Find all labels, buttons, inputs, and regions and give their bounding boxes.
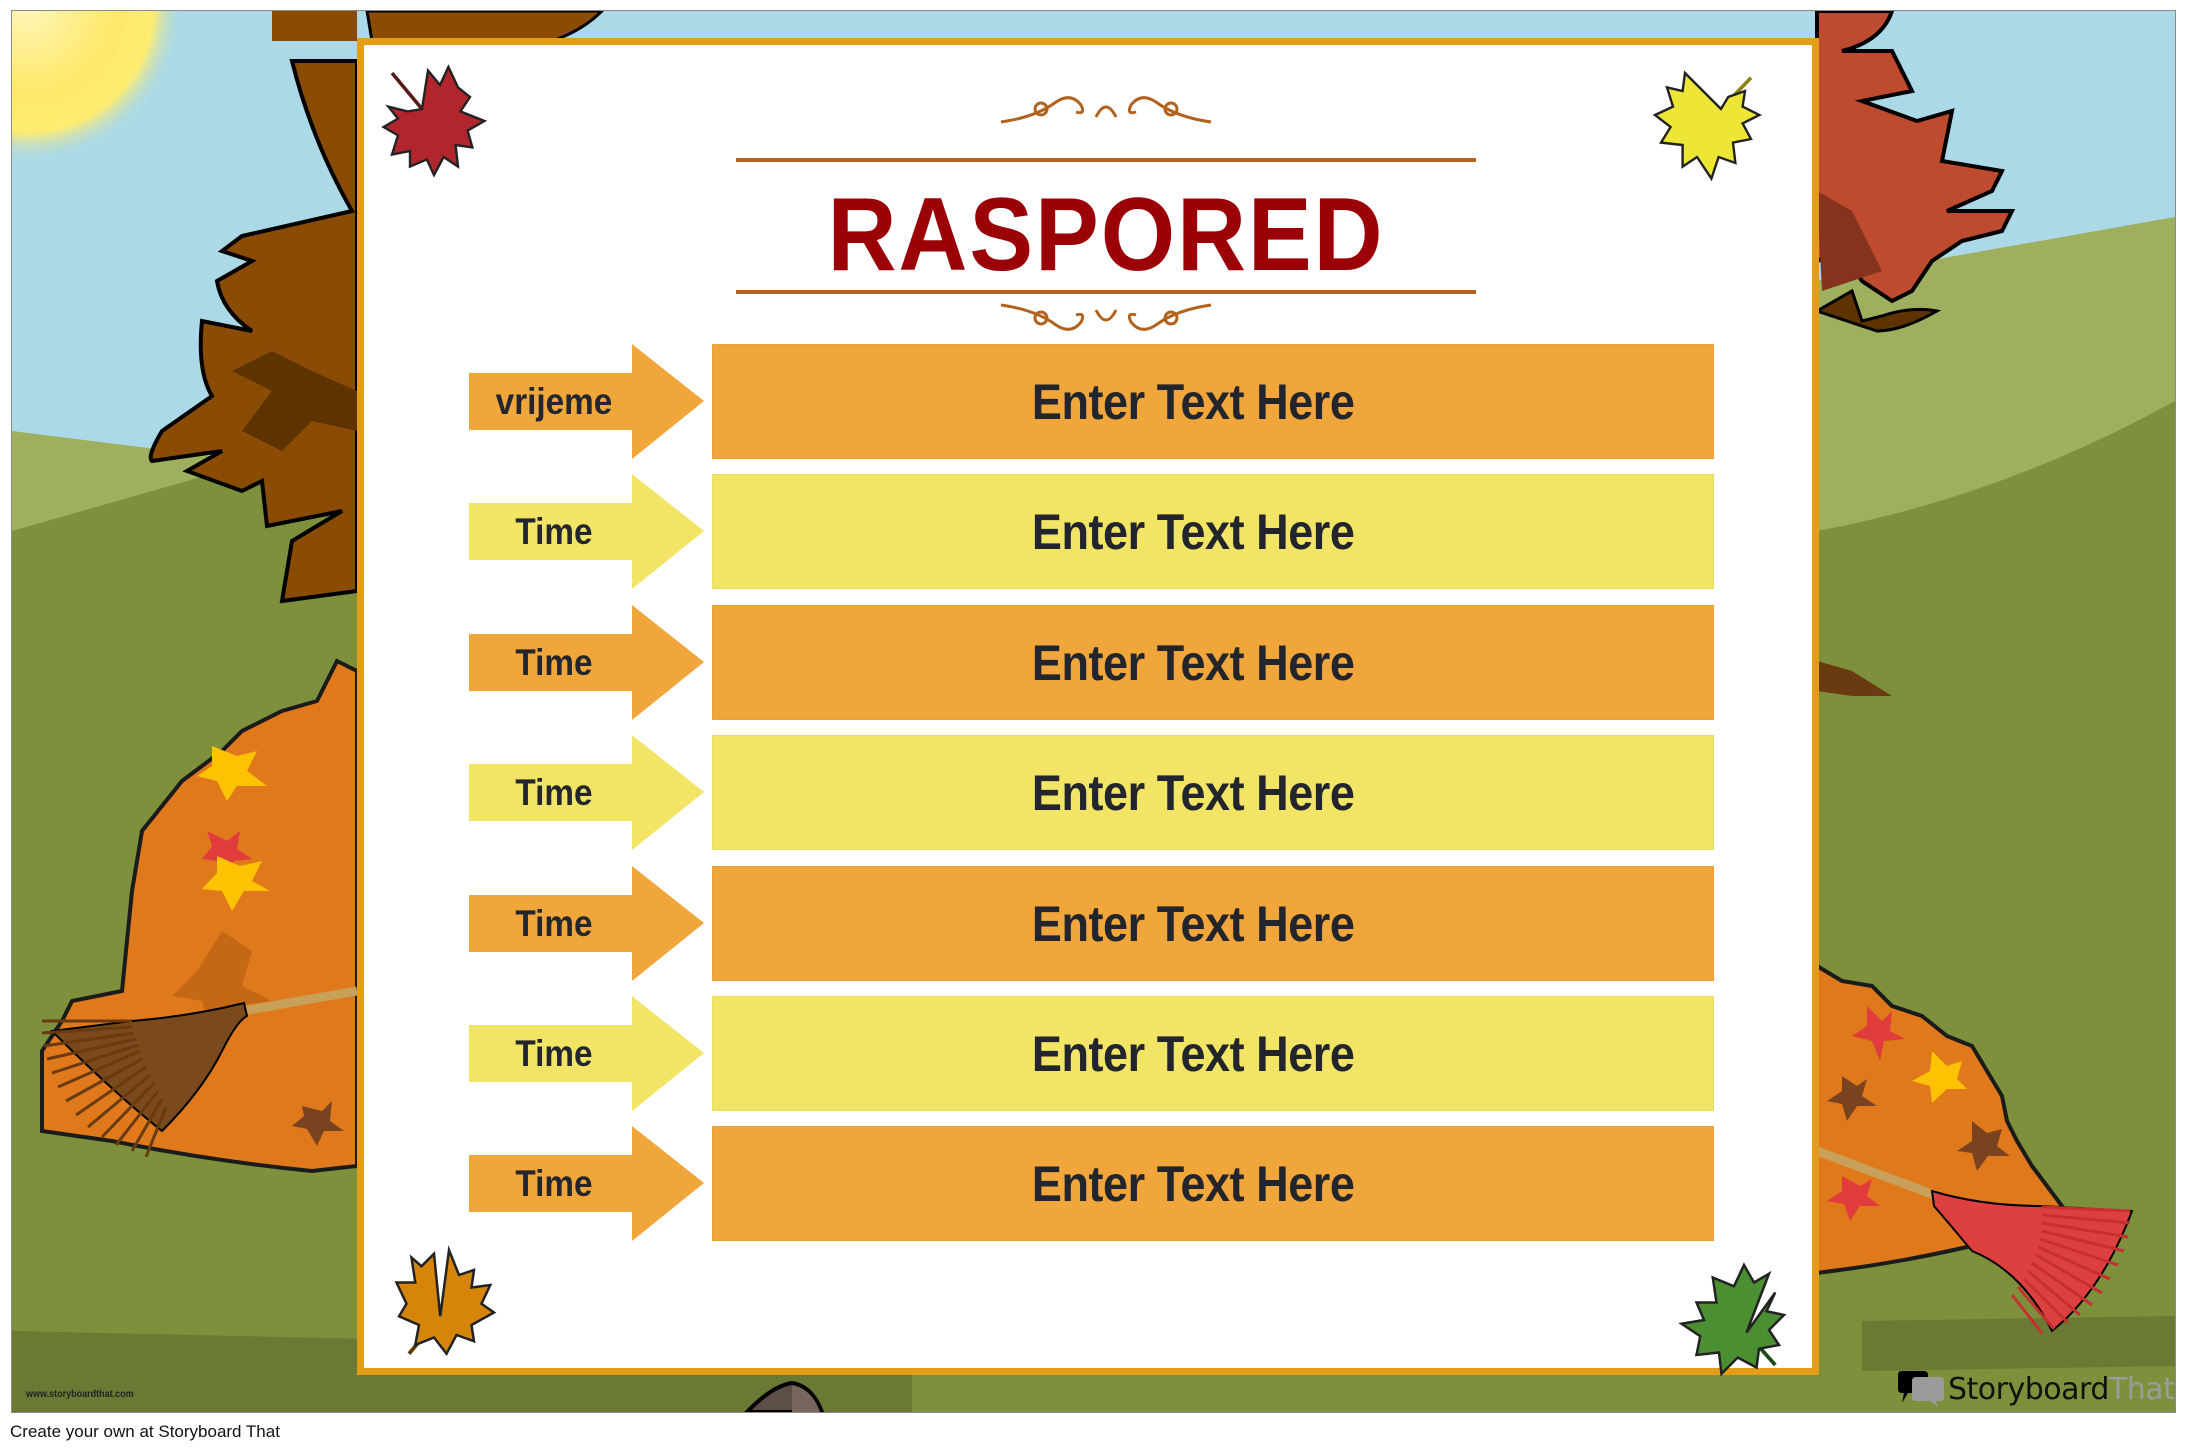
time-label[interactable]: Time [515, 510, 593, 552]
time-label[interactable]: Time [515, 771, 593, 813]
schedule-row: Time Enter Text Here [364, 866, 1826, 981]
title-block: RASPORED [736, 85, 1476, 331]
yellow-maple-leaf-icon [1652, 70, 1763, 181]
arrow-right-icon [469, 474, 704, 589]
schedule-card: RASPORED vrijeme Enter Text Here [357, 38, 1819, 1377]
schedule-text[interactable]: Enter Text Here [1031, 895, 1355, 952]
schedule-row: Time Enter Text Here [364, 996, 1826, 1111]
green-maple-leaf-icon [1678, 1262, 1787, 1377]
schedule-row: Time Enter Text Here [364, 1126, 1826, 1241]
page-title: RASPORED [827, 177, 1385, 293]
storyboard-canvas: RASPORED vrijeme Enter Text Here [12, 11, 2175, 1412]
arrow-right-icon [469, 605, 704, 720]
storyboardthat-logo: StoryboardThat [1896, 1369, 2175, 1409]
schedule-text[interactable]: Enter Text Here [1031, 634, 1355, 691]
schedule-text-box[interactable]: Enter Text Here [712, 605, 1714, 720]
speech-bubbles-icon [1898, 1371, 1944, 1407]
orange-maple-leaf-icon [394, 1245, 497, 1357]
schedule-text[interactable]: Enter Text Here [1031, 1155, 1355, 1212]
arrow-right-icon [469, 344, 704, 459]
time-label[interactable]: Time [515, 1032, 593, 1074]
schedule-text-box[interactable]: Enter Text Here [712, 866, 1714, 981]
schedule-text[interactable]: Enter Text Here [1031, 1025, 1355, 1082]
red-maple-leaf-icon [381, 64, 488, 178]
logo-secondary: That [2108, 1371, 2175, 1407]
schedule-row: Time Enter Text Here [364, 474, 1826, 589]
logo-primary: Storyboard [1948, 1371, 2109, 1407]
footer-link[interactable]: Create your own at Storyboard That [10, 1422, 280, 1441]
logo-text: StoryboardThat [1948, 1371, 2175, 1407]
bottom-flourish-ornament [1000, 303, 1212, 331]
time-label[interactable]: Time [515, 1162, 593, 1204]
title-bottom-rule [736, 290, 1476, 294]
schedule-text[interactable]: Enter Text Here [1031, 373, 1355, 430]
arrow-right-icon [469, 866, 704, 981]
time-label[interactable]: Time [515, 902, 593, 944]
schedule-text-box[interactable]: Enter Text Here [712, 474, 1714, 589]
schedule-row: Time Enter Text Here [364, 605, 1826, 720]
time-label[interactable]: Time [515, 641, 593, 683]
schedule-text-box[interactable]: Enter Text Here [712, 996, 1714, 1111]
top-flourish-ornament [1000, 96, 1212, 124]
title-top-rule [736, 158, 1476, 162]
schedule-text-box[interactable]: Enter Text Here [712, 344, 1714, 459]
schedule-text[interactable]: Enter Text Here [1031, 764, 1355, 821]
sun-icon [12, 11, 184, 176]
schedule-text-box[interactable]: Enter Text Here [712, 1126, 1714, 1241]
arrow-right-icon [469, 735, 704, 850]
arrow-right-icon [469, 996, 704, 1111]
schedule-row: vrijeme Enter Text Here [364, 344, 1826, 459]
schedule-text[interactable]: Enter Text Here [1031, 503, 1355, 560]
time-label[interactable]: vrijeme [495, 380, 613, 422]
watermark-url: www.storyboardthat.com [26, 1389, 134, 1400]
schedule-row: Time Enter Text Here [364, 735, 1826, 850]
schedule-text-box[interactable]: Enter Text Here [712, 735, 1714, 850]
arrow-right-icon [469, 1126, 704, 1241]
